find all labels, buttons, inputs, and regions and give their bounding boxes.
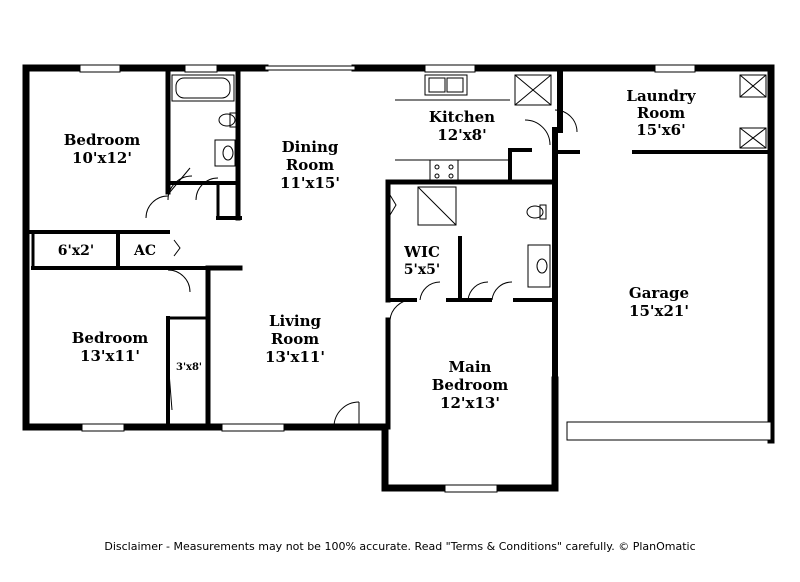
doors bbox=[145, 109, 578, 428]
main-bedroom-name-1: Main bbox=[449, 358, 492, 376]
disclaimer-text: Disclaimer - Measurements may not be 100… bbox=[104, 540, 696, 553]
laundry-name-1: Laundry bbox=[626, 87, 696, 105]
bedroom-bottom-size: 13'x11' bbox=[80, 347, 140, 365]
walls bbox=[22, 64, 775, 492]
bedroom-bottom-name: Bedroom bbox=[72, 329, 149, 347]
closet-side-size: 3'x8' bbox=[176, 362, 202, 373]
windows bbox=[79, 64, 772, 493]
kitchen-name: Kitchen bbox=[429, 108, 495, 126]
wic-size: 5'x5' bbox=[404, 262, 440, 278]
dining-name-1: Dining bbox=[282, 138, 339, 156]
floor-plan: Bedroom 10'x12' 6'x2' AC Bedroom 13'x11'… bbox=[22, 64, 775, 493]
kitchen-size: 12'x8' bbox=[437, 126, 486, 144]
ac-label: AC bbox=[133, 243, 156, 259]
dining-name-2: Room bbox=[286, 156, 334, 174]
wic-name: WIC bbox=[403, 243, 440, 261]
laundry-size: 15'x6' bbox=[636, 121, 685, 139]
living-name-2: Room bbox=[271, 330, 319, 348]
fixtures bbox=[171, 74, 767, 288]
garage-size: 15'x21' bbox=[629, 302, 689, 320]
closet-small-size: 6'x2' bbox=[58, 243, 94, 259]
main-bedroom-name-2: Bedroom bbox=[432, 376, 509, 394]
laundry-name-2: Room bbox=[637, 104, 685, 122]
main-bedroom-size: 12'x13' bbox=[440, 394, 500, 412]
living-name-1: Living bbox=[269, 312, 322, 330]
living-size: 13'x11' bbox=[265, 348, 325, 366]
bedroom-top-name: Bedroom bbox=[64, 131, 141, 149]
garage-name: Garage bbox=[629, 284, 689, 302]
dining-size: 11'x15' bbox=[280, 174, 340, 192]
bedroom-top-size: 10'x12' bbox=[72, 149, 132, 167]
room-labels: Bedroom 10'x12' 6'x2' AC Bedroom 13'x11'… bbox=[58, 87, 697, 412]
